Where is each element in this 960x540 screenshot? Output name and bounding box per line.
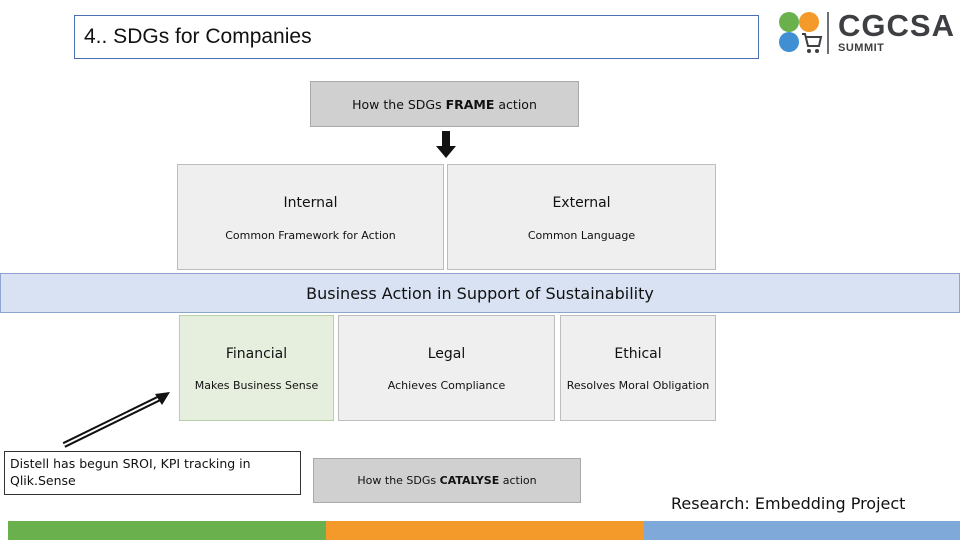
legal-subtext: Achieves Compliance — [387, 379, 506, 392]
catalyse-box: How the SDGs CATALYSE action — [313, 458, 581, 503]
external-card: External Common Language — [447, 164, 716, 270]
footer-bar-orange — [326, 521, 644, 540]
logo-orange-leaf — [799, 12, 819, 32]
down-arrow-icon — [436, 131, 456, 158]
logo-mark-icon — [779, 12, 829, 54]
sustainability-band-label: Business Action in Support of Sustainabi… — [306, 284, 654, 303]
legal-heading: Legal — [427, 346, 466, 362]
financial-heading: Financial — [225, 346, 288, 362]
external-heading: External — [552, 195, 611, 211]
footer-bar-blue — [644, 521, 960, 540]
catalyse-box-prefix: How the SDGs — [357, 474, 440, 487]
internal-subtext: Common Framework for Action — [225, 229, 396, 242]
logo-blue-leaf — [779, 32, 799, 52]
ethical-heading: Ethical — [614, 346, 662, 362]
slide-title-text: 4.. SDGs for Companies — [84, 25, 312, 48]
frame-box-suffix: action — [494, 96, 537, 112]
research-credit: Research: Embedding Project — [671, 494, 906, 513]
catalyse-box-keyword: CATALYSE — [439, 474, 500, 487]
slide-title: 4.. SDGs for Companies — [74, 15, 759, 59]
pointer-arrow-icon — [62, 392, 170, 448]
ethical-subtext: Resolves Moral Obligation — [566, 379, 710, 392]
financial-subtext: Makes Business Sense — [194, 379, 319, 392]
catalyse-box-suffix: action — [499, 474, 537, 487]
footer-bar-green — [8, 521, 326, 540]
financial-card: Financial Makes Business Sense — [179, 315, 334, 421]
legal-card: Legal Achieves Compliance — [338, 315, 555, 421]
frame-box-keyword: FRAME — [445, 96, 495, 112]
internal-card: Internal Common Framework for Action — [177, 164, 444, 270]
internal-heading: Internal — [283, 195, 338, 211]
external-subtext: Common Language — [527, 229, 636, 242]
sustainability-band: Business Action in Support of Sustainabi… — [0, 273, 960, 313]
ethical-card: Ethical Resolves Moral Obligation — [560, 315, 716, 421]
logo-wordmark: CGCSA — [838, 8, 955, 43]
logo-subtitle: SUMMIT — [838, 42, 885, 54]
frame-box: How the SDGs FRAME action — [310, 81, 579, 127]
distell-note-text: Distell has begun SROI, KPI tracking in … — [10, 456, 251, 488]
frame-box-prefix: How the SDGs — [352, 96, 446, 112]
distell-note: Distell has begun SROI, KPI tracking in … — [4, 451, 301, 495]
cart-icon — [802, 33, 823, 53]
logo-green-leaf — [779, 12, 799, 32]
